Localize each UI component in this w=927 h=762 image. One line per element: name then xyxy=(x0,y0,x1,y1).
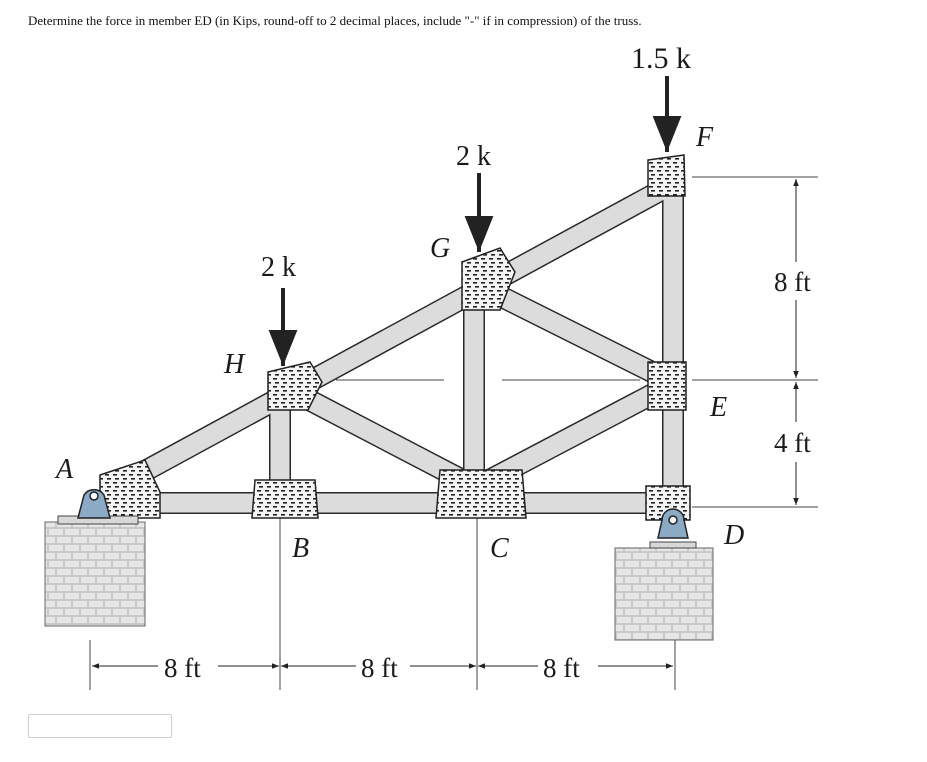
dim-label-height-lower: 4 ft xyxy=(774,428,811,458)
answer-input[interactable] xyxy=(28,714,172,738)
gusset-E xyxy=(647,361,687,411)
right-pillar xyxy=(614,547,714,641)
pin-support-A xyxy=(57,488,139,525)
rocker-support-D xyxy=(649,508,697,549)
node-label-F: F xyxy=(695,122,714,153)
load-label-F: 1.5 k xyxy=(631,42,691,75)
dim-label-span-1: 8 ft xyxy=(164,653,201,683)
dim-label-span-3: 8 ft xyxy=(543,653,580,683)
load-label-H: 2 k xyxy=(261,252,296,283)
node-label-C: C xyxy=(490,533,509,564)
node-label-A: A xyxy=(54,454,74,485)
dimension-arrows xyxy=(92,179,799,669)
dim-label-height-upper: 8 ft xyxy=(774,267,811,297)
question-text: Determine the force in member ED (in Kip… xyxy=(28,13,642,28)
gusset-F xyxy=(647,154,686,197)
node-label-H: H xyxy=(223,349,246,380)
dim-label-span-2: 8 ft xyxy=(361,653,398,683)
gusset-H xyxy=(267,361,323,411)
reference-lines xyxy=(89,176,818,690)
gusset-B xyxy=(251,479,319,519)
node-label-B: B xyxy=(292,533,309,564)
node-label-D: D xyxy=(723,520,744,551)
gusset-C xyxy=(435,469,527,519)
gusset-plates xyxy=(99,154,691,521)
truss-members xyxy=(104,170,686,514)
load-label-G: 2 k xyxy=(456,141,491,172)
load-arrows xyxy=(268,76,682,366)
node-label-E: E xyxy=(709,392,727,423)
node-label-G: G xyxy=(430,233,450,264)
gusset-G xyxy=(461,247,516,311)
left-pillar xyxy=(44,521,146,627)
